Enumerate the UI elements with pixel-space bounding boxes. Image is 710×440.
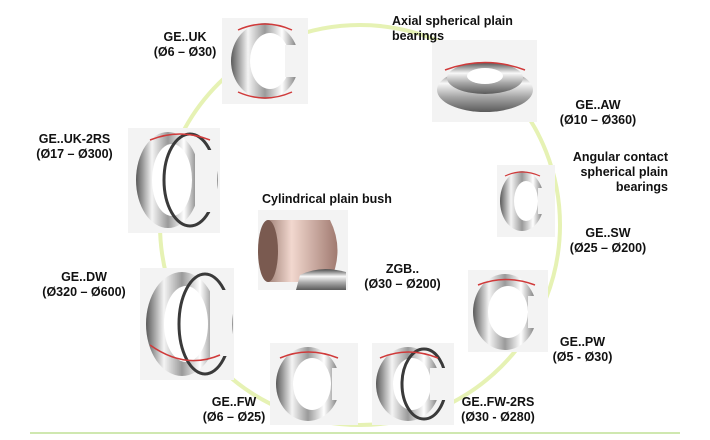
bottom-divider — [30, 432, 680, 434]
label-ge-pw: GE..PW (Ø5 - Ø30) — [540, 335, 625, 365]
bearing-ge-dw-image — [140, 268, 234, 380]
label-ge-aw: GE..AW (Ø10 – Ø360) — [548, 98, 648, 128]
bearing-ge-fw-image — [270, 343, 358, 425]
bearing-angular-image — [497, 165, 555, 237]
label-zgb-range: (Ø30 – Ø200) — [364, 277, 441, 291]
label-axial-line1: Axial spherical plain — [392, 14, 513, 28]
label-ge-uk-2rs-range: (Ø17 – Ø300) — [36, 147, 113, 161]
label-angular: Angular contact spherical plain bearings — [550, 150, 668, 195]
label-ge-pw-range: (Ø5 - Ø30) — [552, 350, 613, 364]
bearing-ge-pw-image — [468, 270, 548, 352]
bearing-axial-image — [432, 40, 537, 122]
label-ge-dw-range: (Ø320 – Ø600) — [42, 285, 126, 299]
label-axial: Axial spherical plain bearings — [392, 14, 513, 44]
bush-zgb-image — [258, 210, 348, 290]
label-ge-fw-2rs-range: (Ø30 - Ø280) — [461, 410, 535, 424]
bearing-ge-uk-image — [222, 18, 308, 104]
label-cylindrical-bush-line1: Cylindrical plain bush — [262, 192, 392, 206]
label-ge-sw-name: GE..SW — [585, 226, 631, 240]
label-ge-dw: GE..DW (Ø320 – Ø600) — [30, 270, 138, 300]
bearing-ge-uk-2rs-image — [128, 128, 220, 233]
label-ge-aw-name: GE..AW — [575, 98, 621, 112]
label-ge-fw: GE..FW (Ø6 – Ø25) — [192, 395, 276, 425]
label-ge-dw-name: GE..DW — [61, 270, 107, 284]
label-ge-aw-range: (Ø10 – Ø360) — [559, 113, 637, 127]
label-axial-line2: bearings — [392, 29, 445, 43]
label-ge-fw-2rs-name: GE..FW-2RS — [461, 395, 535, 409]
label-ge-uk: GE..UK (Ø6 – Ø30) — [140, 30, 230, 60]
label-angular-line3: bearings — [615, 180, 668, 194]
bearing-ge-fw-2rs-image — [372, 343, 454, 425]
label-ge-fw-name: GE..FW — [211, 395, 257, 409]
label-ge-uk-2rs-name: GE..UK-2RS — [38, 132, 111, 146]
label-ge-uk-name: GE..UK — [163, 30, 207, 44]
label-angular-line2: spherical plain — [580, 165, 668, 179]
label-ge-fw-range: (Ø6 – Ø25) — [202, 410, 266, 424]
label-ge-fw-2rs: GE..FW-2RS (Ø30 - Ø280) — [448, 395, 548, 425]
label-ge-sw: GE..SW (Ø25 – Ø200) — [558, 226, 658, 256]
label-ge-uk-2rs: GE..UK-2RS (Ø17 – Ø300) — [22, 132, 127, 162]
label-ge-sw-range: (Ø25 – Ø200) — [569, 241, 647, 255]
label-zgb: ZGB.. (Ø30 – Ø200) — [350, 262, 455, 292]
label-cylindrical-bush: Cylindrical plain bush — [262, 192, 392, 207]
label-angular-line1: Angular contact — [572, 150, 668, 164]
label-ge-pw-name: GE..PW — [559, 335, 606, 349]
label-ge-uk-range: (Ø6 – Ø30) — [153, 45, 217, 59]
label-zgb-name: ZGB.. — [385, 262, 420, 276]
